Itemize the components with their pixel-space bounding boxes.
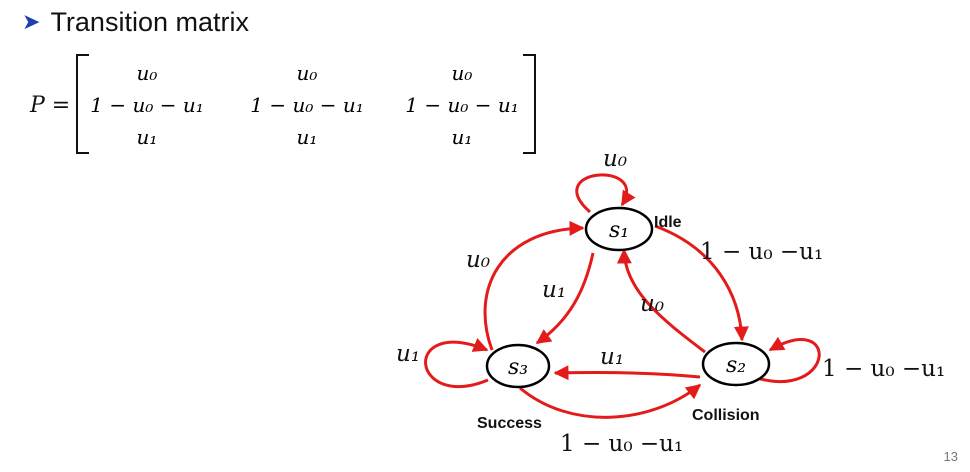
edge-s2-s2 bbox=[756, 336, 821, 383]
matrix-right-bracket bbox=[523, 54, 536, 154]
node-s1: s₁ bbox=[584, 206, 654, 252]
matrix-cell: 1 − u₀ − u₁ bbox=[405, 93, 518, 117]
matrix-cell: u₀ bbox=[297, 61, 318, 85]
edge-s1-s1 bbox=[575, 173, 636, 214]
edge-label-s2-s3: u₁ bbox=[600, 344, 624, 370]
edge-label-s3-s3: u₁ bbox=[396, 341, 420, 367]
matrix-lhs: P = bbox=[29, 93, 70, 118]
edge-s3-s1 bbox=[483, 220, 585, 351]
edge-label-s2-s2: 1 − u₀ −u₁ bbox=[822, 356, 945, 382]
state-name-collision: Collision bbox=[692, 407, 760, 424]
edge-s2-s3 bbox=[553, 365, 701, 381]
edge-label-s1-s1: u₀ bbox=[603, 146, 627, 172]
arrowhead-bullet-icon: ➤ bbox=[22, 9, 41, 35]
slide-title: Transition matrix bbox=[50, 6, 249, 37]
edge-label-s1-s3: u₁ bbox=[542, 277, 566, 303]
node-s3: s₃ bbox=[485, 343, 551, 389]
node-s2-label: s₂ bbox=[726, 353, 746, 378]
page-number: 13 bbox=[943, 449, 958, 464]
edge-label-s3-s1: u₀ bbox=[466, 247, 490, 273]
matrix-cell: u₀ bbox=[452, 61, 473, 85]
matrix-cell: u₁ bbox=[137, 125, 158, 149]
matrix-cell: 1 − u₀ − u₁ bbox=[90, 93, 203, 117]
matrix-cell: u₁ bbox=[452, 125, 473, 149]
matrix-cell: u₀ bbox=[137, 61, 158, 85]
edge-label-s3-s2: 1 − u₀ −u₁ bbox=[560, 431, 683, 457]
edge-label-s1-s2: 1 − u₀ −u₁ bbox=[700, 239, 823, 265]
transition-matrix: P = u₀ u₀ u₀ 1 − u₀ − u₁ 1 − u₀ − u₁ 1 −… bbox=[29, 54, 536, 154]
state-name-idle: Idle bbox=[654, 214, 682, 231]
matrix-left-bracket bbox=[76, 54, 89, 154]
edge-s3-s3 bbox=[424, 338, 489, 388]
edge-s1-s3 bbox=[535, 252, 595, 345]
node-s3-label: s₃ bbox=[508, 355, 528, 380]
edge-s2-s1 bbox=[616, 248, 706, 354]
slide-heading: ➤ Transition matrix bbox=[22, 4, 249, 40]
matrix-cell: 1 − u₀ − u₁ bbox=[250, 93, 363, 117]
node-s2: s₂ bbox=[701, 341, 771, 387]
node-s1-label: s₁ bbox=[609, 218, 629, 243]
edge-s1-s2 bbox=[654, 224, 749, 342]
edge-s3-s2 bbox=[519, 383, 702, 419]
matrix-cell: u₁ bbox=[297, 125, 318, 149]
state-diagram bbox=[424, 173, 821, 419]
state-name-success: Success bbox=[477, 415, 542, 432]
edge-label-s2-s1: u₀ bbox=[640, 291, 664, 317]
